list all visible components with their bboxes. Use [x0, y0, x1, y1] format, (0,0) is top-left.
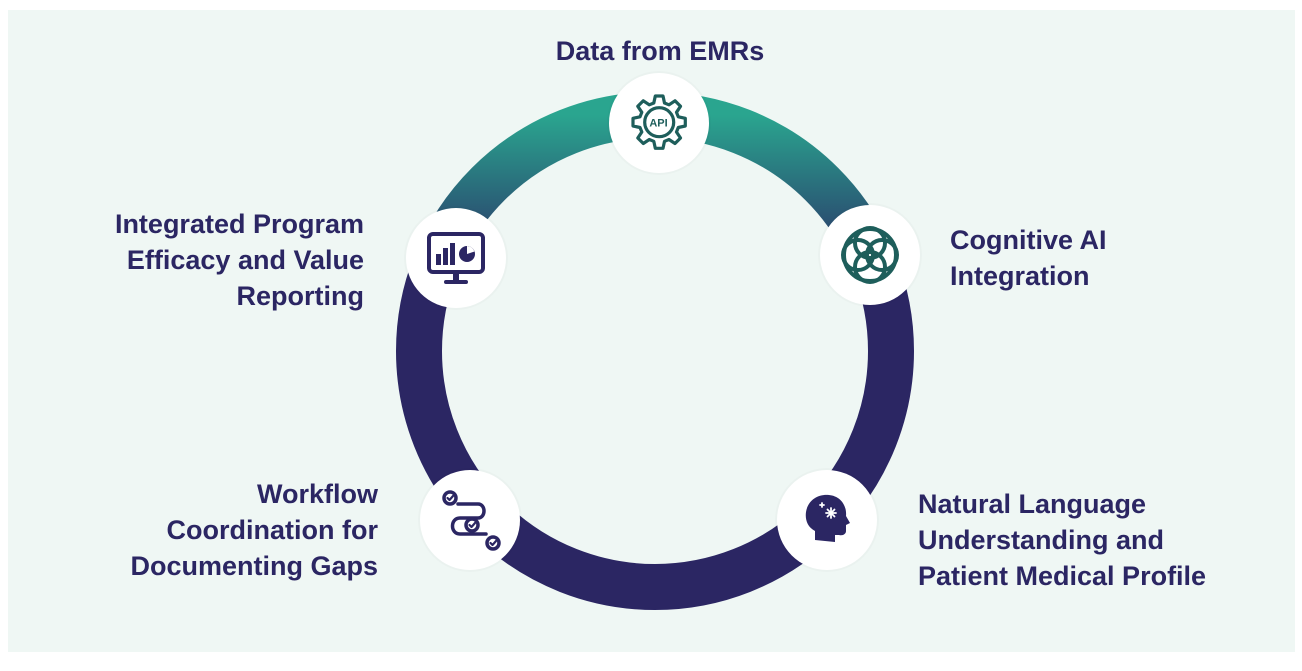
label-workflow-coordination: Workflow Coordination for Documenting Ga…	[40, 476, 378, 584]
node-natural-language	[777, 470, 877, 570]
label-line: Integration	[950, 261, 1090, 291]
label-line: Data from EMRs	[555, 36, 765, 66]
label-line: Reporting	[236, 281, 365, 311]
label-line: Understanding and	[918, 525, 1165, 555]
analytics-monitor-icon	[427, 232, 485, 284]
node-cognitive-ai	[820, 205, 920, 305]
label-line: Integrated Program	[114, 209, 364, 239]
label-line: Workflow	[257, 479, 378, 509]
node-integrated-reporting	[406, 208, 506, 308]
api-gear-icon: API	[631, 94, 687, 150]
head-brain-icon	[805, 494, 850, 542]
label-line: Natural Language	[918, 489, 1147, 519]
label-line: Coordination for	[166, 515, 378, 545]
node-workflow-coordination	[420, 470, 520, 570]
cognitive-ai-rings-icon	[841, 226, 899, 284]
label-line: Documenting Gaps	[130, 551, 378, 581]
label-cognitive-ai: Cognitive AI Integration	[950, 222, 1250, 294]
label-data-from-emrs: Data from EMRs	[500, 33, 820, 69]
label-line: Patient Medical Profile	[918, 561, 1207, 591]
api-gear-label: API	[649, 118, 667, 130]
label-line: Efficacy and Value	[126, 245, 364, 275]
label-natural-language: Natural Language Understanding and Patie…	[918, 486, 1288, 594]
label-integrated-reporting: Integrated Program Efficacy and Value Re…	[30, 206, 364, 314]
workflow-path-icon	[442, 490, 501, 551]
node-data-from-emrs: API	[609, 73, 709, 173]
label-line: Cognitive AI	[950, 225, 1107, 255]
